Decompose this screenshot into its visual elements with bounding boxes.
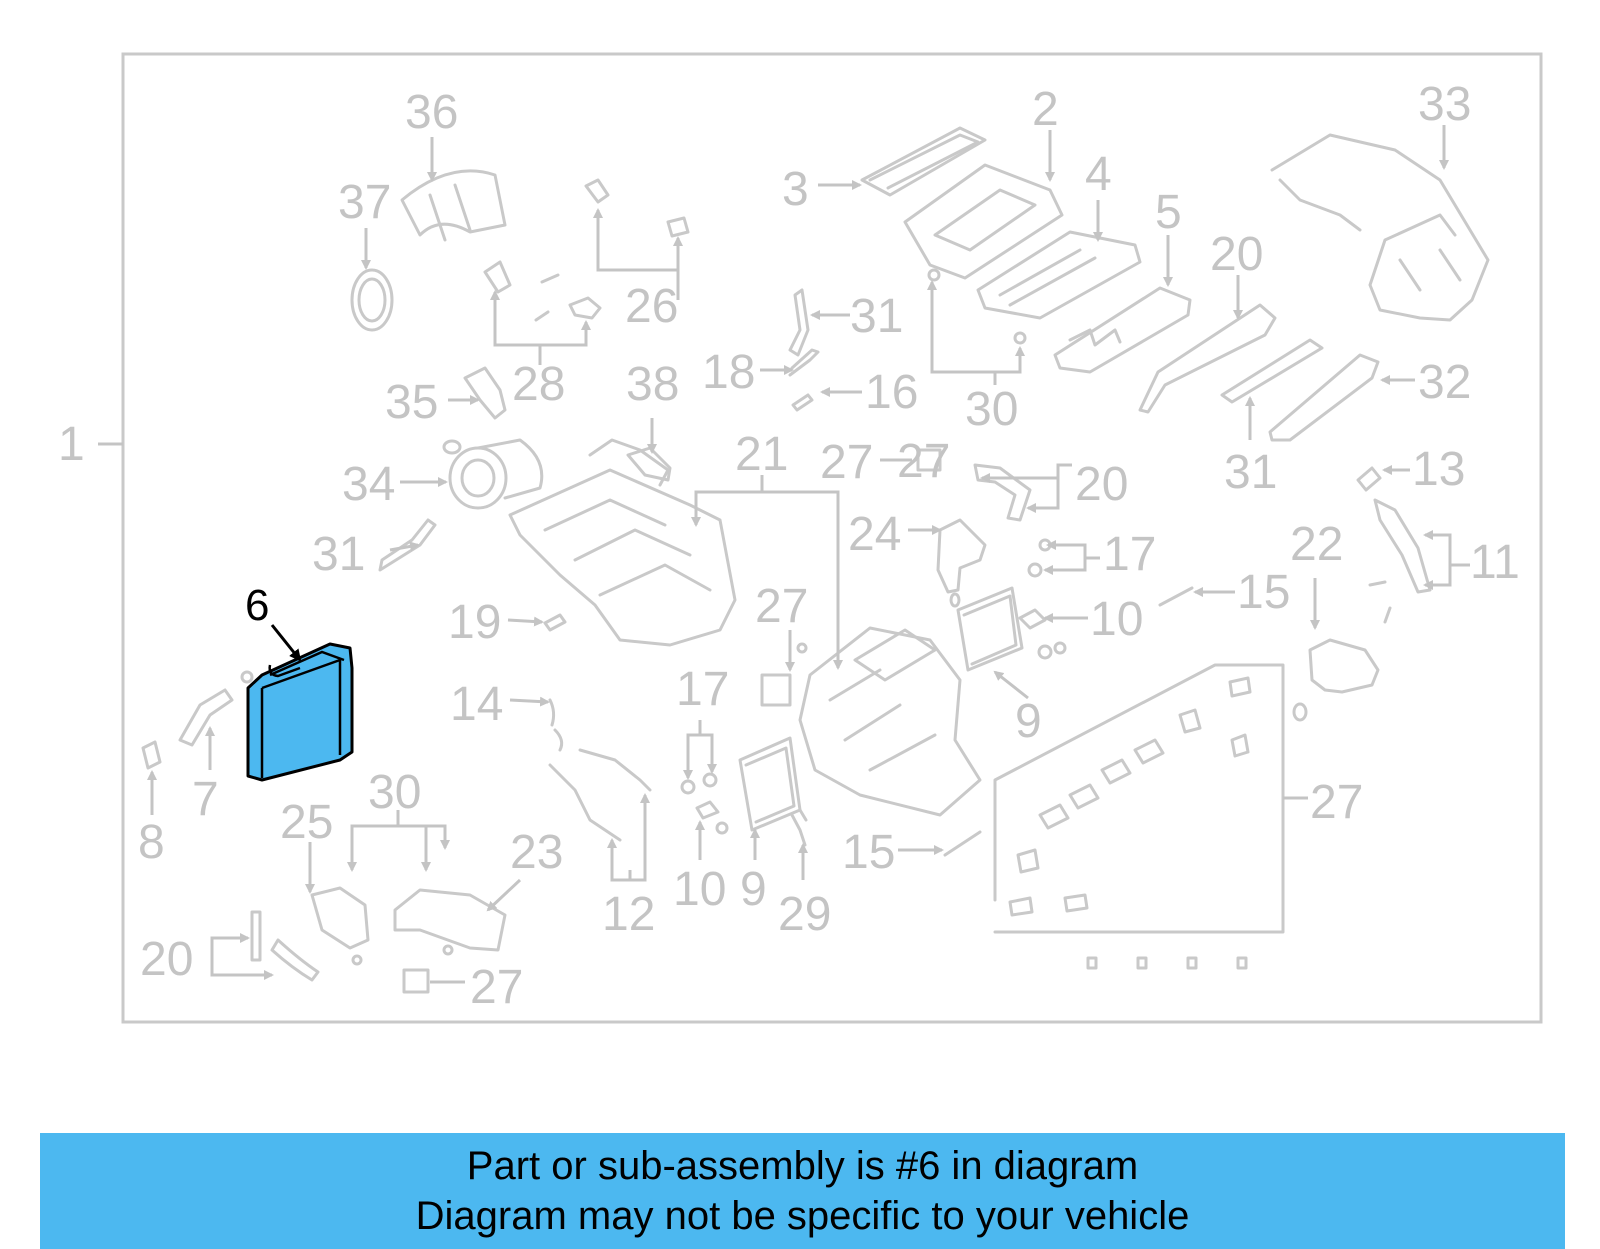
callout-label: 10	[673, 863, 726, 916]
parts-diagram: 1 2 3 4 5 6 7 8 9 9 10 10 11 12 13 14 15…	[58, 52, 1543, 1024]
callout-label: 21	[735, 428, 788, 481]
callout-label: 16	[865, 366, 918, 419]
callout-label-highlighted: 6	[245, 581, 269, 630]
callout-label: 38	[626, 358, 679, 411]
callout-label: 31	[1224, 446, 1277, 499]
callout-label: 15	[1237, 566, 1290, 619]
caption-line-1: Part or sub-assembly is #6 in diagram	[466, 1144, 1139, 1188]
callout-label: 11	[1470, 536, 1520, 589]
callout-label: 27	[820, 436, 873, 489]
callout-label: 31	[850, 290, 903, 343]
callout-label: 14	[450, 678, 503, 731]
leader-lines	[147, 125, 1470, 984]
callout-label: 1	[58, 418, 85, 471]
callout-label: 27	[755, 580, 808, 633]
callout-label: 18	[702, 346, 755, 399]
callout-label: 27	[470, 961, 523, 1014]
callout-label: 31	[312, 528, 365, 581]
diagram-caption-banner: Part or sub-assembly is #6 in diagram Di…	[40, 1133, 1565, 1249]
callout-label: 29	[778, 888, 831, 941]
callout-label: 36	[405, 86, 458, 139]
callout-label: 28	[512, 358, 565, 411]
callout-label: 30	[368, 766, 421, 819]
callout-label: 17	[676, 663, 729, 716]
caption-line-2: Diagram may not be specific to your vehi…	[415, 1194, 1190, 1238]
callout-label: 30	[965, 383, 1018, 436]
callout-label: 24	[848, 508, 901, 561]
callout-label: 10	[1090, 593, 1143, 646]
diagram-frame	[121, 52, 1543, 1024]
callout-label: 17	[1103, 528, 1156, 581]
callout-label: 13	[1412, 443, 1465, 496]
callout-label: 20	[140, 933, 193, 986]
highlighted-part-6[interactable]	[246, 642, 354, 782]
callout-label: 32	[1418, 356, 1471, 409]
callout-label: 15	[842, 826, 895, 879]
callout-labels: 1 2 3 4 5 6 7 8 9 9 10 10 11 12 13 14 15…	[58, 78, 1520, 1014]
callout-label: 12	[602, 888, 655, 941]
callout-label: 27	[1310, 776, 1363, 829]
callout-label: 9	[740, 863, 767, 916]
callout-label: 22	[1290, 518, 1343, 571]
callout-label: 27	[897, 435, 950, 488]
callout-label: 2	[1032, 83, 1059, 136]
callout-label: 3	[782, 163, 809, 216]
callout-label: 8	[138, 816, 165, 869]
callout-label: 25	[280, 796, 333, 849]
callout-label: 35	[385, 376, 438, 429]
callout-label: 34	[342, 458, 395, 511]
part-shapes	[141, 126, 1490, 994]
callout-label: 9	[1015, 695, 1042, 748]
callout-label: 20	[1075, 458, 1128, 511]
callout-label: 7	[192, 773, 219, 826]
callout-label: 20	[1210, 228, 1263, 281]
callout-label: 26	[625, 280, 678, 333]
callout-label: 23	[510, 826, 563, 879]
callout-label: 4	[1085, 148, 1112, 201]
callout-label: 19	[448, 596, 501, 649]
callout-label: 5	[1155, 186, 1182, 239]
callout-label: 37	[338, 176, 391, 229]
callout-label: 33	[1418, 78, 1471, 131]
